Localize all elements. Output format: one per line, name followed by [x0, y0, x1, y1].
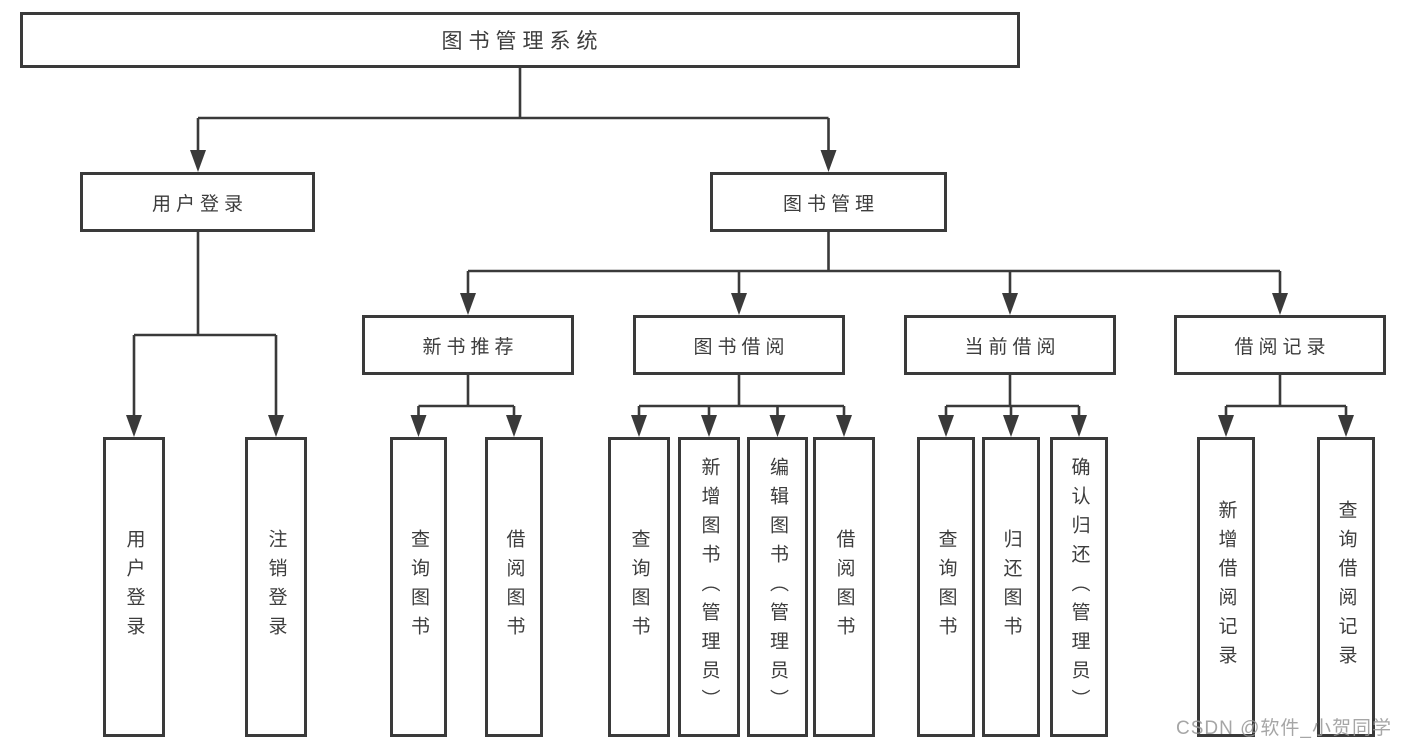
- node-label: 新书推荐: [422, 336, 519, 358]
- node-root-book-management-system: 图书管理系统: [20, 12, 1020, 68]
- leaf-query-books-2: 查询图书: [608, 437, 670, 737]
- leaf-user-login: 用户登录: [103, 437, 165, 737]
- node-label: 图书借阅: [693, 336, 790, 358]
- node-label: 借阅记录: [1234, 336, 1331, 358]
- node-label: 图书管理: [782, 193, 879, 215]
- node-borrowing-records: 借阅记录: [1174, 315, 1386, 375]
- node-label: 图书管理系统: [441, 30, 604, 53]
- node-book-borrowing: 图书借阅: [633, 315, 845, 375]
- leaf-add-book-admin: 新增图书（管理员）: [678, 437, 740, 737]
- leaf-label: 用户登录: [123, 529, 145, 645]
- node-user-login: 用户登录: [80, 172, 315, 232]
- leaf-label: 确认归还（管理员）: [1068, 456, 1090, 718]
- leaf-label: 查询图书: [935, 529, 957, 645]
- node-label: 当前借阅: [964, 336, 1061, 358]
- leaf-query-borrow-record: 查询借阅记录: [1317, 437, 1375, 737]
- leaf-label: 借阅图书: [833, 529, 855, 645]
- leaf-label: 查询借阅记录: [1335, 500, 1357, 674]
- leaf-logout: 注销登录: [245, 437, 307, 737]
- leaf-label: 查询图书: [408, 529, 429, 645]
- arrowhead-icons: [126, 150, 1354, 437]
- leaf-return-book: 归还图书: [982, 437, 1040, 737]
- leaf-label: 注销登录: [265, 529, 287, 645]
- node-label: 用户登录: [151, 193, 248, 215]
- node-current-borrowing: 当前借阅: [904, 315, 1116, 375]
- leaf-label: 新增借阅记录: [1215, 500, 1237, 674]
- leaf-confirm-return-admin: 确认归还（管理员）: [1050, 437, 1108, 737]
- leaf-edit-book-admin: 编辑图书（管理员）: [747, 437, 808, 737]
- leaf-borrow-books-2: 借阅图书: [813, 437, 875, 737]
- leaf-label: 新增图书（管理员）: [698, 456, 720, 718]
- leaf-label: 编辑图书（管理员）: [767, 456, 788, 718]
- leaf-query-books-3: 查询图书: [917, 437, 975, 737]
- leaf-add-borrow-record: 新增借阅记录: [1197, 437, 1255, 737]
- node-book-management: 图书管理: [710, 172, 947, 232]
- leaf-label: 查询图书: [628, 529, 650, 645]
- leaf-query-books-1: 查询图书: [390, 437, 447, 737]
- leaf-borrow-books-1: 借阅图书: [485, 437, 543, 737]
- csdn-watermark: CSDN @软件_小贺同学: [1176, 718, 1392, 739]
- node-new-book-recommendation: 新书推荐: [362, 315, 574, 375]
- leaf-label: 归还图书: [1000, 529, 1022, 645]
- leaf-label: 借阅图书: [503, 529, 525, 645]
